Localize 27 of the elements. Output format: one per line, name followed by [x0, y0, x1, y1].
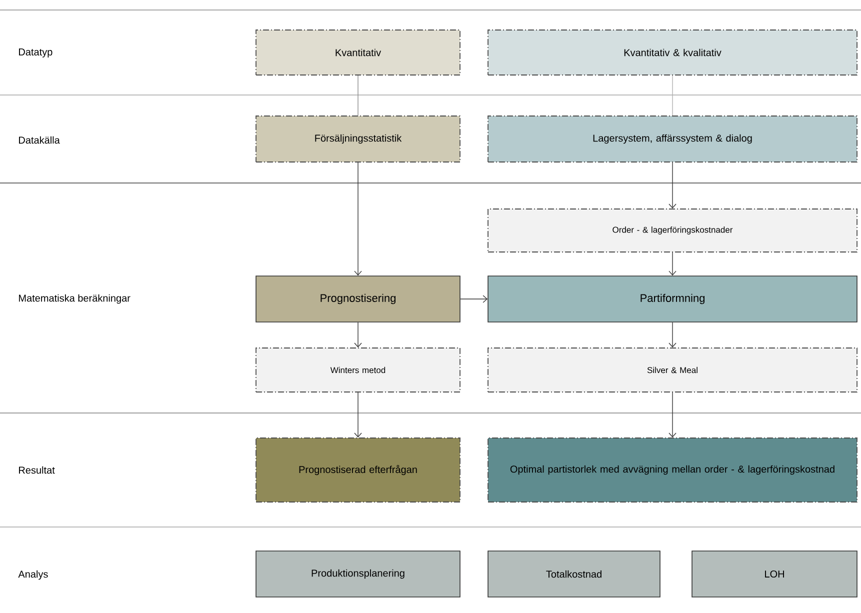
arrow: [354, 162, 362, 276]
arrow: [668, 162, 676, 209]
row-label: Resultat: [19, 466, 55, 474]
process-box: Partiformning: [488, 276, 858, 322]
row-label: Datatyp: [19, 48, 52, 58]
arrow: [354, 322, 362, 348]
process-box: Kvantitativ & kvalitativ: [488, 30, 858, 76]
arrow: [668, 322, 676, 348]
process-box: Silver & Meal: [488, 348, 858, 392]
process-box: Optimal partistorlek med avvägning mellan order - & lagerföringskostnad: [488, 438, 858, 502]
process-box: Prognostiserad efterfrågan: [256, 438, 460, 502]
process-box: Totalkostnad: [488, 550, 660, 598]
arrow: [668, 392, 676, 438]
row-label: Analys: [18, 570, 48, 580]
process-box: LOH: [692, 550, 858, 598]
row-label: Datakälla: [19, 136, 60, 144]
arrow: [668, 252, 676, 276]
process-box: Order - & lagerföringskostnader: [488, 208, 858, 252]
process-box: Produktionsplanering: [256, 550, 460, 598]
process-box: Winters metod: [256, 348, 460, 392]
row-label: Matematiska beräkningar: [19, 294, 130, 304]
process-box: Lagersystem, affärssystem & dialog: [488, 116, 858, 162]
process-box: Prognostisering: [256, 276, 460, 322]
process-box: Kvantitativ: [256, 30, 460, 76]
arrow: [354, 392, 362, 438]
arrow: [460, 295, 488, 303]
process-box: Försäljningsstatistik: [256, 116, 460, 162]
